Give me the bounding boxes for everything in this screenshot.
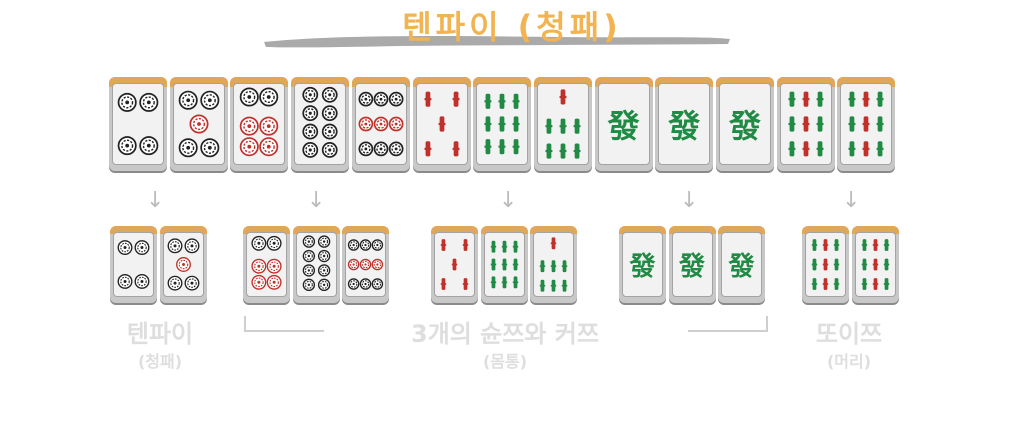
circle-icon [358,91,404,157]
tile-sou-9 [837,77,896,171]
green-dragon-icon: 發 [678,252,705,282]
green-dragon-icon: 發 [728,252,755,282]
tile-green-dragon: 發 [668,226,716,303]
arrow-down-icon: ↓ [680,188,699,213]
bamboo-icon [484,93,520,155]
bamboo-icon [788,91,824,157]
tile-pin-4 [110,226,157,303]
tile-pin-8 [292,226,340,303]
circle-icon [178,90,220,158]
bracket-left [244,316,324,332]
tile-pin-9 [342,226,389,303]
tile-green-dragon: 發 [716,77,774,171]
circle-icon [117,240,150,289]
green-dragon-icon: 發 [607,107,640,145]
tile-pin-8 [291,77,350,171]
pair-label: 또이쯔 [815,320,883,348]
circle-icon [167,238,199,291]
bamboo-icon [848,91,884,157]
tile-pin-5 [159,226,207,303]
bracket-right [688,316,768,332]
circle-icon [302,86,338,158]
tile-green-dragon: 發 [619,226,666,303]
bamboo-icon [490,240,518,289]
green-dragon-icon: 發 [728,107,761,145]
brush-underline [264,36,730,48]
tenpai-label: 텐파이 [126,320,194,348]
green-dragon-icon: 發 [668,107,701,145]
circle-icon [117,92,159,156]
arrow-down-icon: ↓ [146,188,165,213]
tile-sou-5 [412,77,471,171]
bamboo-icon [545,89,581,159]
tile-sou-7 [533,77,592,171]
bamboo-icon [440,239,469,290]
circle-icon [251,235,282,290]
green-dragon-icon: 發 [629,252,656,282]
bamboo-icon [861,239,889,290]
tile-green-dragon: 發 [594,77,653,171]
circle-icon [347,239,384,290]
pair-sub-label: (머리) [826,352,872,371]
tile-green-dragon: 發 [718,226,765,303]
tile-sou-8 [473,77,532,171]
tile-green-dragon: 發 [655,77,714,171]
tenpai-sub-label: (청패) [137,352,183,371]
tile-sou-9 [776,77,835,171]
body-sub-label: (몸통) [482,352,528,371]
bamboo-icon [423,91,460,157]
bamboo-icon [539,237,568,292]
arrow-down-icon: ↓ [499,188,518,213]
arrow-down-icon: ↓ [842,188,861,213]
circle-icon [302,235,330,292]
title: 텐파이 (청패) [402,8,622,46]
tile-pin-4 [109,77,167,171]
arrow-down-icon: ↓ [307,188,326,213]
tile-sou-9 [802,226,849,303]
bamboo-icon [811,239,840,290]
circle-icon [240,87,279,157]
tile-sou-9 [851,226,899,303]
tile-pin-6 [243,226,290,303]
tile-pin-5 [169,77,228,171]
tile-sou-5 [431,226,478,303]
tile-sou-7 [530,226,577,303]
body-label: 3개의 슌쯔와 커쯔 [411,320,599,348]
tile-pin-9 [351,77,410,171]
tile-pin-6 [230,77,289,171]
tile-sou-8 [480,226,528,303]
